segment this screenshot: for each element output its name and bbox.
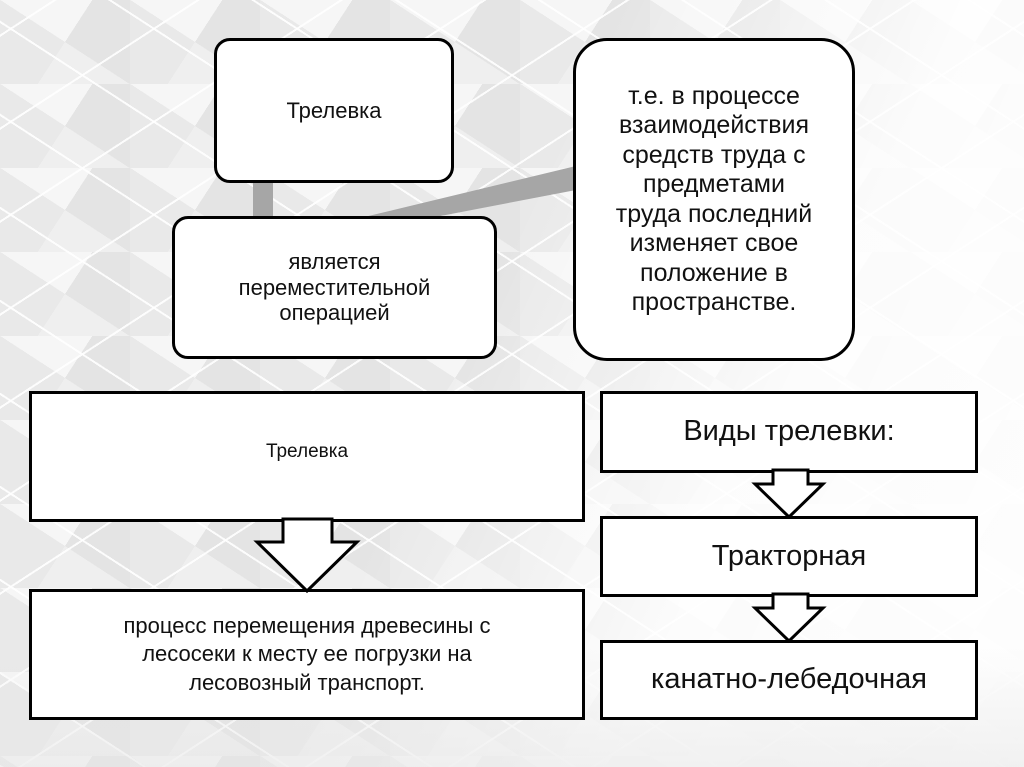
explanation-box: т.е. в процессе взаимодействия средств т… <box>573 38 855 361</box>
connector-diagonal <box>360 166 576 218</box>
definition-box: процесс перемещения древесины с лесосеки… <box>29 589 585 720</box>
connector-vertical <box>253 180 273 218</box>
operation-box: является переместительной операцией <box>172 216 497 359</box>
top-term-box: Трелевка <box>214 38 454 183</box>
type-item-label: Тракторная <box>711 539 867 572</box>
definition-term-label: Трелевка <box>265 441 349 463</box>
definition-label: процесс перемещения древесины с лесосеки… <box>123 612 491 695</box>
down-arrow-icon <box>253 517 361 594</box>
type-item-box: канатно-лебедочная <box>600 640 978 720</box>
type-item-label: канатно-лебедочная <box>651 663 927 696</box>
definition-term-box: Трелевка <box>29 391 585 522</box>
explanation-label: т.е. в процессе взаимодействия средств т… <box>615 81 813 317</box>
types-heading-label: Виды трелевки: <box>683 415 895 448</box>
down-arrow-icon <box>751 468 827 520</box>
down-arrow-icon <box>751 592 827 644</box>
operation-label: является переместительной операцией <box>238 248 431 326</box>
top-term-label: Трелевка <box>286 97 382 123</box>
